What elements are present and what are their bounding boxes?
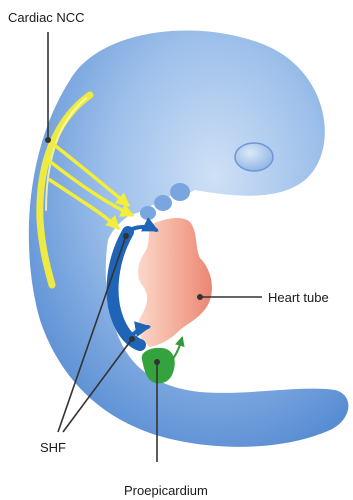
shf-field bbox=[113, 232, 140, 345]
eye-vesicle bbox=[235, 143, 273, 171]
label-proepicardium: Proepicardium bbox=[124, 483, 208, 498]
proepicardium-arrow bbox=[172, 338, 182, 360]
label-shf: SHF bbox=[40, 440, 66, 455]
label-cardiac-ncc: Cardiac NCC bbox=[8, 10, 85, 25]
label-heart-tube: Heart tube bbox=[268, 290, 329, 305]
